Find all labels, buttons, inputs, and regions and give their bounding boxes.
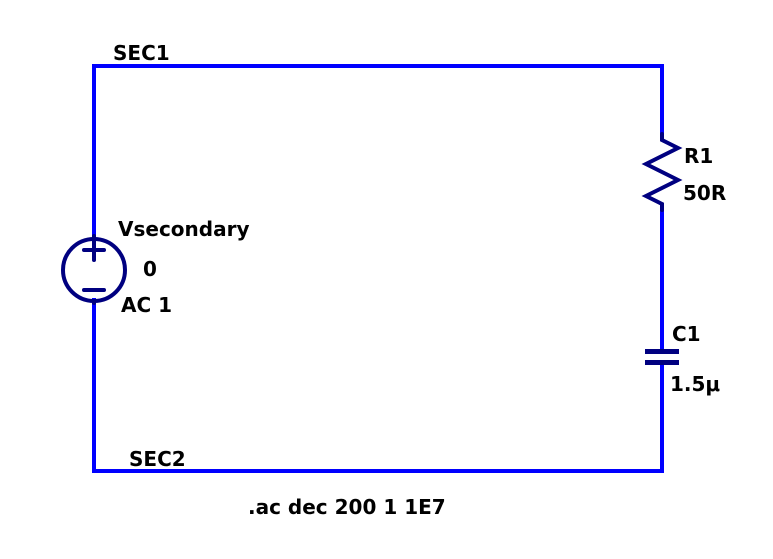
source-ac-value-label[interactable]: AC 1 bbox=[121, 293, 172, 317]
capacitor-plate-top bbox=[645, 349, 679, 354]
capacitor-c1[interactable] bbox=[645, 349, 679, 365]
net-label-sec1[interactable]: SEC1 bbox=[113, 41, 170, 65]
capacitor-name-label[interactable]: C1 bbox=[672, 322, 701, 346]
resistor-value-label[interactable]: 50R bbox=[683, 181, 726, 205]
resistor-r1[interactable] bbox=[641, 132, 683, 212]
source-name-label[interactable]: Vsecondary bbox=[118, 217, 250, 241]
wire-sec2[interactable] bbox=[92, 298, 664, 473]
capacitor-plate-bottom bbox=[645, 360, 679, 365]
voltage-source-vsecondary[interactable] bbox=[61, 234, 127, 305]
source-dc-value-label[interactable]: 0 bbox=[143, 257, 157, 281]
capacitor-value-label[interactable]: 1.5μ bbox=[670, 372, 720, 396]
net-label-sec2[interactable]: SEC2 bbox=[129, 447, 186, 471]
wires bbox=[92, 64, 664, 473]
resistor-zigzag bbox=[641, 132, 683, 212]
resistor-name-label[interactable]: R1 bbox=[684, 144, 713, 168]
wire-sec1[interactable] bbox=[92, 64, 664, 240]
spice-directive[interactable]: .ac dec 200 1 1E7 bbox=[248, 495, 446, 519]
